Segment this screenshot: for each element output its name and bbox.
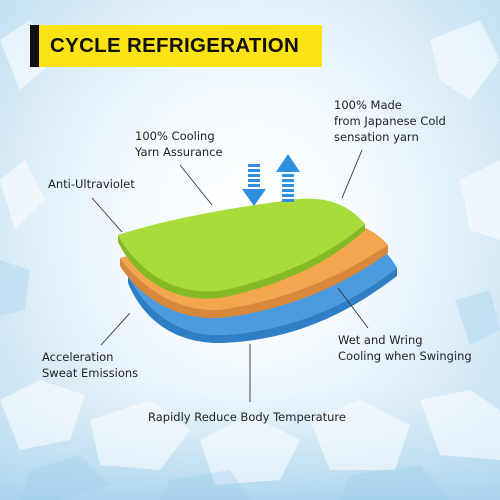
fabric-layer-green-edge: [118, 224, 365, 299]
leader-line-anti-uv: [91, 197, 123, 233]
label-japanese-yarn: 100% Made from Japanese Cold sensation y…: [334, 97, 446, 145]
label-cooling-yarn-line2: Yarn Assurance: [135, 145, 223, 159]
label-cooling-yarn-line1: 100% Cooling: [135, 129, 215, 143]
leader-line-japanese-yarn: [341, 149, 363, 199]
label-anti-uv-text: Anti-Ultraviolet: [48, 177, 135, 191]
label-sweat-line1: Acceleration: [42, 350, 114, 364]
label-japanese-yarn-line3: sensation yarn: [334, 130, 419, 144]
label-wet-wring-line1: Wet and Wring: [338, 333, 423, 347]
label-wet-wring: Wet and Wring Cooling when Swinging: [338, 332, 472, 364]
label-body-temperature: Rapidly Reduce Body Temperature: [148, 409, 346, 425]
banner-accent-bar: [30, 25, 39, 67]
title-banner: CYCLE REFRIGERATION: [30, 25, 322, 67]
fabric-layer-blue-edge: [128, 268, 397, 344]
airflow-down-arrow-icon: [242, 164, 266, 206]
leader-line-cooling-yarn: [179, 164, 213, 206]
airflow-up-arrow-icon: [276, 154, 300, 202]
label-wet-wring-line2: Cooling when Swinging: [338, 349, 472, 363]
label-sweat-emissions: Acceleration Sweat Emissions: [42, 349, 138, 381]
banner-title: CYCLE REFRIGERATION: [50, 34, 300, 57]
label-japanese-yarn-line2: from Japanese Cold: [334, 114, 446, 128]
leader-line-sweat: [100, 312, 131, 346]
label-sweat-line2: Sweat Emissions: [42, 366, 139, 380]
fabric-layer-green: [118, 198, 365, 292]
label-cooling-yarn: 100% Cooling Yarn Assurance: [135, 128, 223, 160]
label-japanese-yarn-line1: 100% Made: [334, 98, 402, 112]
label-body-temperature-text: Rapidly Reduce Body Temperature: [148, 410, 346, 424]
leader-line-wet-wring: [337, 287, 369, 329]
fabric-layer-orange-edge: [120, 245, 388, 319]
label-anti-uv: Anti-Ultraviolet: [48, 176, 135, 192]
